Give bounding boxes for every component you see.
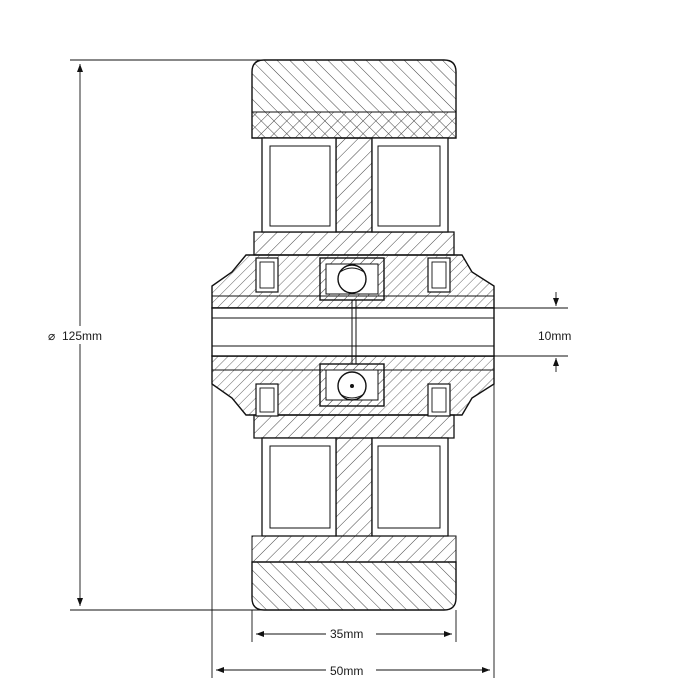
bore-label: 10mm <box>538 329 571 343</box>
hub-width-label: 50mm <box>330 664 363 678</box>
diameter-symbol: ⌀ <box>48 329 55 343</box>
axle-bore <box>211 300 495 364</box>
ball-bearing-top <box>319 257 385 301</box>
tread-width-label: 35mm <box>330 627 363 641</box>
diameter-dimension: ⌀ 125mm <box>44 59 264 611</box>
tread-width-dimension: 35mm <box>251 610 457 642</box>
hub-roller-pockets <box>255 257 451 417</box>
wheel-center-bottom <box>251 414 457 563</box>
ball-bearing-bottom <box>319 363 385 407</box>
wheel-center-top <box>251 111 457 256</box>
bore-dimension: 10mm <box>494 292 571 372</box>
hub-width-dimension: 50mm <box>211 384 495 678</box>
diameter-label: 125mm <box>62 329 102 343</box>
